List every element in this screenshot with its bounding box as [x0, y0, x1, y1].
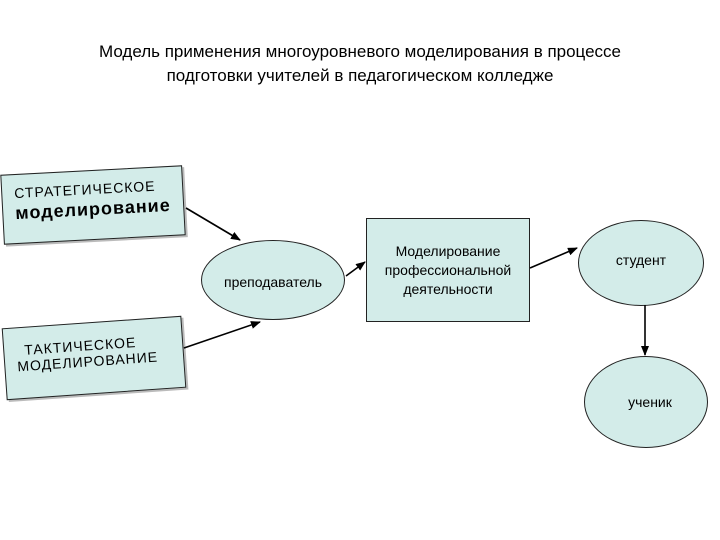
arrow-tactical-to-teacher	[183, 321, 261, 349]
arrow-professional-to-student	[529, 247, 578, 269]
diagram-title: Модель применения многоуровневого модели…	[30, 40, 690, 88]
title-line-2: подготовки учителей в педагогическом кол…	[166, 66, 554, 85]
arrow-strategic-to-teacher	[185, 207, 241, 241]
professional-label-line-2: профессиональной	[384, 261, 512, 278]
student-label: студент	[615, 252, 667, 268]
student-node: студент	[578, 220, 704, 306]
arrow-teacher-to-professional	[345, 261, 366, 277]
teacher-node: преподаватель	[201, 240, 345, 320]
pupil-label: ученик	[628, 394, 672, 410]
teacher-label: преподаватель	[224, 274, 322, 290]
title-line-1: Модель применения многоуровневого модели…	[98, 42, 622, 61]
professional-label-line-3: деятельности	[403, 280, 493, 297]
pupil-node: ученик	[584, 356, 708, 448]
professional-label-line-1: Моделирование	[395, 242, 501, 259]
professional-modeling-box: Моделирование профессиональной деятельно…	[366, 218, 530, 322]
